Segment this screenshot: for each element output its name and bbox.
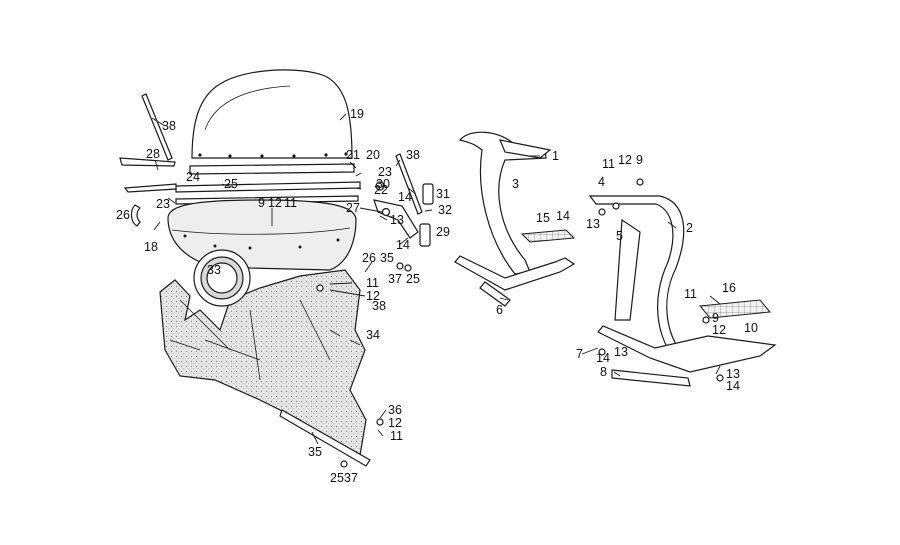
callout-label: 2	[686, 221, 693, 235]
fairing-lower-panel	[159, 269, 367, 456]
callout-label: 12	[366, 289, 380, 303]
headlamp-ring	[193, 249, 251, 307]
callout-label: 10	[744, 321, 758, 335]
callout-label: 25	[224, 177, 238, 191]
grid-pad-16	[699, 299, 771, 319]
callout-labels: 38 19 28 21 20 38 24 25 23 30 14 31 22 2…	[116, 107, 758, 485]
callout-label: 14	[726, 379, 740, 393]
callout-label: 33	[207, 263, 221, 277]
callout-label: 9	[258, 196, 265, 210]
callout-label: 28	[146, 147, 160, 161]
callout-label: 14	[556, 209, 570, 223]
callout-label: 25	[330, 471, 344, 485]
callout-label: 23	[156, 197, 170, 211]
grid-pad-15	[520, 229, 576, 243]
callout-label: 15	[536, 211, 550, 225]
leader-lines	[151, 113, 721, 445]
callout-label: 8	[600, 365, 607, 379]
callout-label: 3	[512, 177, 519, 191]
callout-label: 35	[308, 445, 322, 459]
callout-label: 19	[350, 107, 364, 121]
callout-label: 31	[436, 187, 450, 201]
callout-label: 13	[390, 213, 404, 227]
callout-label: 12	[618, 153, 632, 167]
lower-strap	[279, 409, 371, 467]
callout-label: 21	[346, 148, 360, 162]
small-hardware	[316, 178, 724, 468]
callout-label: 6	[496, 303, 503, 317]
callout-label: 13	[586, 217, 600, 231]
callout-label: 14	[596, 351, 610, 365]
callout-label: 30	[376, 177, 390, 191]
callout-label: 25	[406, 272, 420, 286]
callout-label: 14	[398, 190, 412, 204]
callout-label: 18	[144, 240, 158, 254]
fairing-upper	[167, 199, 357, 271]
fairing-mount-bar	[119, 93, 177, 227]
callout-label: 24	[186, 170, 200, 184]
callout-label: 35	[380, 251, 394, 265]
callout-label: 38	[406, 148, 420, 162]
callout-label: 5	[616, 229, 623, 243]
callout-label: 37	[388, 272, 402, 286]
callout-label: 9	[712, 311, 719, 325]
callout-label: 11	[684, 287, 697, 301]
callout-label: 16	[722, 281, 736, 295]
callout-label: 13	[614, 345, 628, 359]
callout-label: 4	[598, 175, 605, 189]
callout-label: 29	[436, 225, 450, 239]
windscreen	[189, 69, 355, 175]
callout-label: 11	[366, 276, 379, 290]
callout-label: 20	[366, 148, 380, 162]
callout-label: 12	[268, 196, 282, 210]
callout-label: 7	[576, 347, 583, 361]
callout-label: 14	[396, 238, 410, 252]
seat-frame-right	[588, 195, 777, 373]
callout-label: 12	[712, 323, 726, 337]
callout-label: 12	[388, 416, 402, 430]
callout-label: 27	[346, 201, 360, 215]
callout-label: 11	[284, 196, 297, 210]
callout-label: 32	[438, 203, 452, 217]
callout-label: 1	[552, 149, 559, 163]
callout-label: 26	[362, 251, 376, 265]
lower-bracket-8	[611, 369, 691, 387]
callout-label: 34	[366, 328, 380, 342]
callout-label: 37	[344, 471, 358, 485]
seat-frame-left	[454, 131, 576, 307]
callout-label: 36	[388, 403, 402, 417]
callout-label: 26	[116, 208, 130, 222]
callout-label: 23	[378, 165, 392, 179]
callout-label: 11	[602, 157, 615, 171]
callout-label: 13	[726, 367, 740, 381]
callout-label: 11	[390, 429, 403, 443]
callout-label: 38	[372, 299, 386, 313]
callout-label: 22	[374, 183, 388, 197]
callout-label: 9	[636, 153, 643, 167]
callout-label: 38	[162, 119, 176, 133]
